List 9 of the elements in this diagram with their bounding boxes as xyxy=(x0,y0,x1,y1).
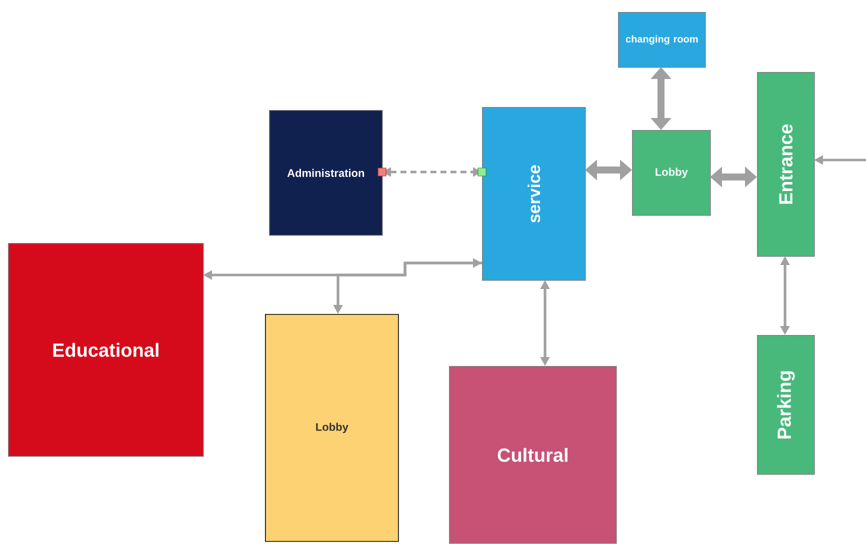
room-box: Educational xyxy=(8,243,204,457)
room-box: Cultural xyxy=(449,366,617,544)
room-box: changing room xyxy=(618,12,706,68)
room-box: Lobby xyxy=(632,130,711,216)
room-box: Entrance xyxy=(757,72,815,257)
room-box: service xyxy=(482,107,586,281)
room-box: Lobby xyxy=(265,314,399,542)
room-box: Administration xyxy=(269,110,383,236)
room-box: Parking xyxy=(757,335,815,475)
